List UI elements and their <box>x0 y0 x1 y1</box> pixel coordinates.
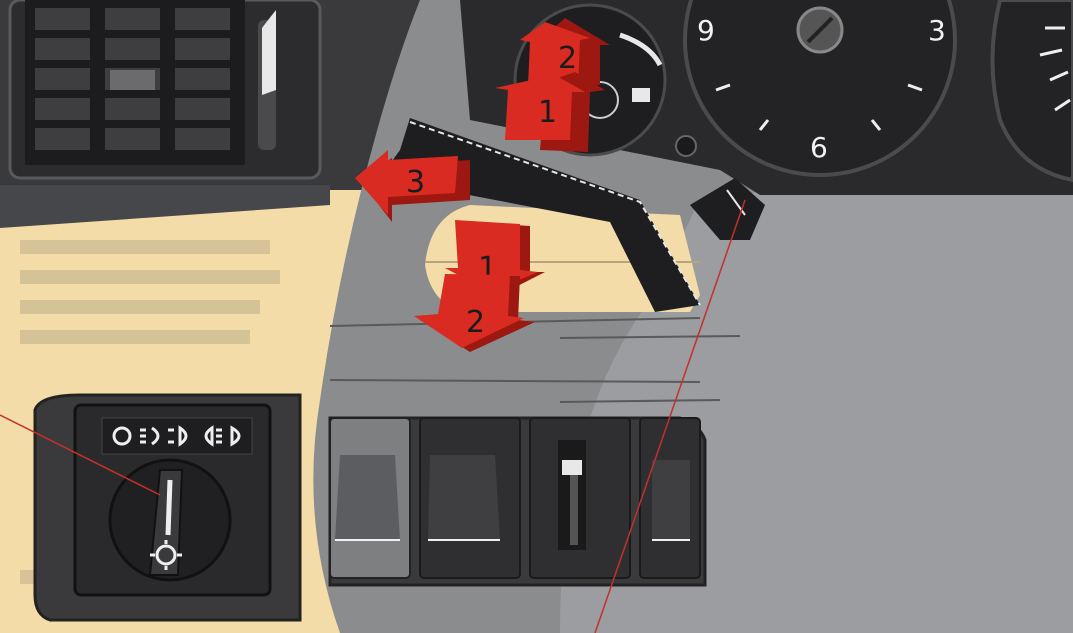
headlight-switch <box>35 395 300 620</box>
arrow-label-up-1: 1 <box>538 95 557 130</box>
arrow-label-down-2: 2 <box>466 305 485 340</box>
gauge-label-9: 9 <box>697 14 715 47</box>
arrow-label-side-3: 3 <box>406 165 425 200</box>
switch-panel <box>330 418 705 585</box>
arrow-label-up-2: 2 <box>558 41 577 76</box>
gauge-label-3: 3 <box>928 14 946 47</box>
gauge-label-6: 6 <box>810 131 828 164</box>
air-vent-icon <box>10 0 320 178</box>
warning-lamp <box>676 136 696 156</box>
